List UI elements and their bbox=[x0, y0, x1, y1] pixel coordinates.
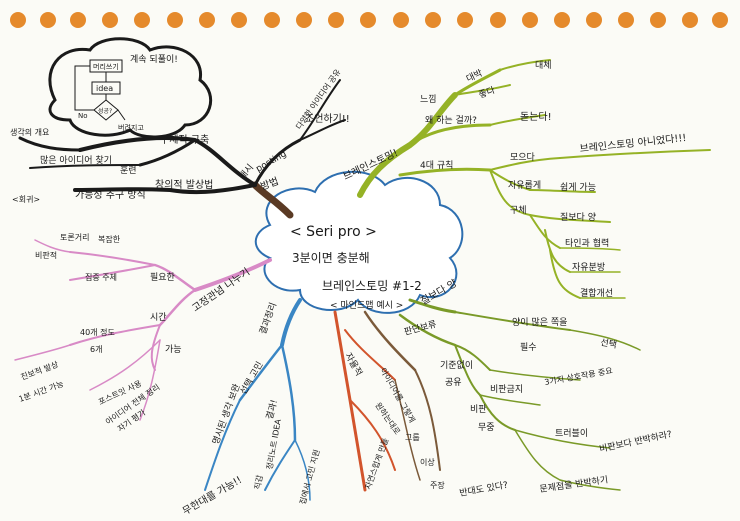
flowchart bbox=[74, 59, 126, 121]
blue-b6: 직감 bbox=[252, 473, 265, 490]
pink-a2: 복잡한 bbox=[98, 234, 121, 244]
green-rule1: 모으다 bbox=[510, 152, 536, 163]
green-why-answer: 돋는다! bbox=[520, 111, 552, 123]
olive-o11: 무중 bbox=[478, 422, 495, 433]
flow-no: No bbox=[78, 112, 88, 120]
branch-olive bbox=[398, 298, 641, 491]
green-rule3-a: 타인과 협력 bbox=[565, 237, 609, 249]
stage1-label: 구체적 구축 bbox=[160, 134, 209, 146]
olive-o12: 트러블이 bbox=[555, 428, 588, 439]
pink-a4: 필요한 bbox=[150, 271, 175, 283]
center-caption: < 마인드맵 예시 > bbox=[330, 299, 403, 311]
olive-o6: 기준없이 bbox=[440, 360, 473, 371]
olive-o13: 비판보다 반박하라? bbox=[598, 429, 673, 455]
blue-b1: 결과정리 bbox=[257, 301, 279, 336]
creative-label: 창의적 발상법 bbox=[155, 179, 213, 191]
branch-blue bbox=[204, 298, 311, 501]
many-ideas-note: 생각의 개요 bbox=[10, 127, 49, 137]
blue-b2: 선택 고민 bbox=[238, 360, 266, 397]
green-rule3: 구체 bbox=[510, 205, 527, 216]
central-cloud bbox=[254, 170, 464, 314]
center-line2: 3분이면 충분해 bbox=[292, 251, 370, 265]
posting-label: posting bbox=[255, 149, 289, 174]
red-r5: 그룹 bbox=[405, 433, 420, 442]
center-line1: < Seri pro > bbox=[290, 224, 377, 240]
blue-b8: 무한대를 가능!! bbox=[181, 474, 245, 518]
olive-o4: 필수 bbox=[520, 341, 537, 353]
green-rule3-b: 자유분방 bbox=[572, 262, 605, 273]
olive-o7: 공유 bbox=[445, 377, 462, 388]
practice-label: 훈련 bbox=[120, 164, 137, 176]
red-r8: 반대도 있다? bbox=[458, 479, 509, 499]
olive-o10: 비판 bbox=[470, 404, 487, 415]
branch-method bbox=[18, 79, 346, 219]
green-why: 왜 하는 걸까? bbox=[425, 115, 477, 126]
olive-o3: 선택 bbox=[599, 337, 617, 351]
red-r7: 주장 bbox=[430, 480, 445, 490]
red-r4: 자연스럽게 만들 bbox=[362, 436, 390, 490]
olive-o14: 문제점을 반박하기 bbox=[539, 473, 609, 495]
flow-question: 성공? bbox=[98, 107, 112, 115]
branch-pink bbox=[14, 239, 272, 421]
green-feel-a: 대박 bbox=[465, 68, 485, 85]
center-line3: 브레인스토밍 #1-2 bbox=[322, 279, 422, 293]
pink-c2: 1분 시간 가능 bbox=[17, 378, 65, 403]
branch-red bbox=[333, 310, 441, 492]
flow-note: 계속 되풀이! bbox=[130, 53, 178, 65]
green-rule3-note: 질보다 양 bbox=[560, 211, 596, 223]
flow-box2: idea bbox=[96, 84, 113, 93]
green-rule3-c: 결합개선 bbox=[580, 288, 613, 299]
blue-b4: 결과! bbox=[264, 398, 280, 420]
vertical-label: 가능성 추구 방식 bbox=[75, 189, 146, 201]
pink-b1: 시간 bbox=[150, 312, 167, 323]
binder-holes bbox=[10, 12, 728, 28]
green-rule2-note: 쉽게 가능 bbox=[560, 182, 596, 193]
top-right2-label: 조언하기!! bbox=[305, 112, 350, 125]
green-feel: 느낌 bbox=[420, 93, 437, 105]
pink-c3: 6개 bbox=[90, 344, 102, 354]
pink-c1: 진보적 발상 bbox=[19, 359, 60, 382]
flow-bubble bbox=[48, 37, 213, 139]
green-rules: 4대 규칙 bbox=[420, 160, 453, 171]
red-r3: 원하는대로 bbox=[373, 400, 402, 436]
flow-yes: 버려지고 bbox=[118, 123, 144, 132]
green-feel-b: 좋다 bbox=[477, 85, 497, 101]
olive-o9: 3가지 상호작용 중요 bbox=[544, 365, 614, 387]
many-ideas-label: 많은 아이디어 찾기 bbox=[40, 155, 112, 166]
pink-b4: 가능 bbox=[165, 344, 182, 355]
method-label: 방법 bbox=[259, 175, 280, 193]
flow-box1: 머리쓰기 bbox=[93, 62, 119, 71]
pink-a5: 집중 주제 bbox=[85, 272, 117, 282]
pink-a1: 토론거리 bbox=[60, 233, 89, 242]
gae-label: 개시 bbox=[237, 162, 256, 182]
green-rule2: 자유롭게 bbox=[508, 180, 541, 191]
green-feel-c: 대체 bbox=[535, 60, 552, 71]
pink-a3: 비판적 bbox=[35, 250, 57, 260]
pink-b3: 40개 정도 bbox=[80, 327, 115, 337]
recall-label: <회귀> bbox=[12, 194, 40, 204]
blue-b3: 명시된 생각 보완 bbox=[210, 382, 243, 446]
olive-o8: 비판금지 bbox=[490, 384, 523, 395]
olive-o2: 양이 많은 쪽을 bbox=[512, 317, 567, 328]
branch-brainstorm bbox=[357, 59, 711, 299]
red-r6: 이상 bbox=[420, 457, 435, 467]
